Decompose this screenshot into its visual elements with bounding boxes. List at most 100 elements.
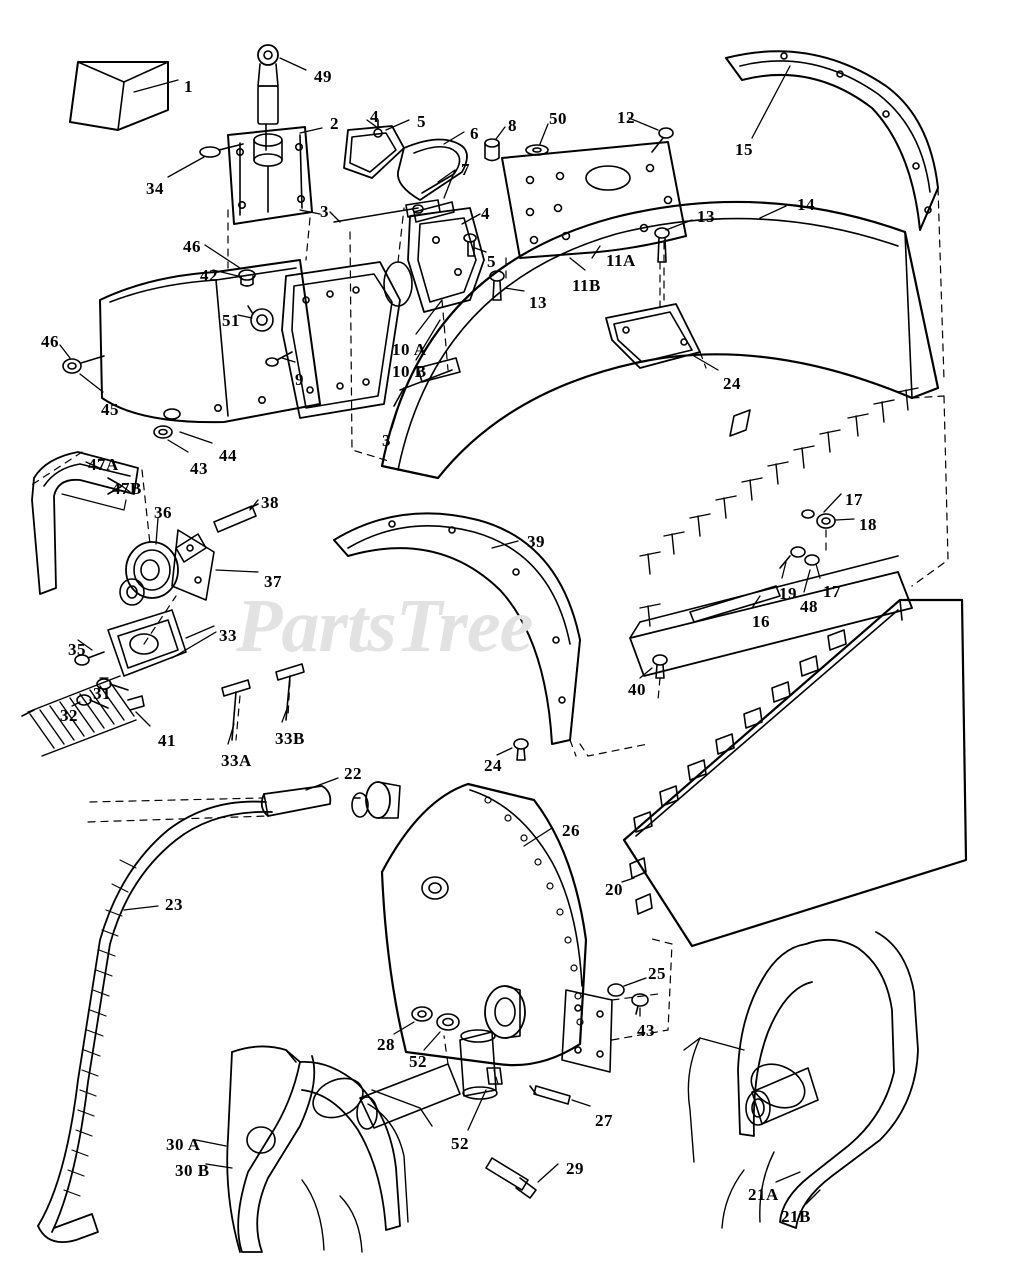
part-25-43-bolts <box>607 983 649 1015</box>
callout-number: 38 <box>261 493 279 512</box>
callout-number: 28 <box>377 1035 395 1054</box>
part-37-plate <box>171 529 215 601</box>
callout-number: 36 <box>154 503 172 522</box>
callout-number: 24 <box>484 756 502 775</box>
callout-number: 3 <box>320 202 329 221</box>
callout-number: 19 <box>779 584 797 603</box>
callout-number: 37 <box>264 572 282 591</box>
part-2-crank-housing <box>227 126 313 225</box>
callout-number: 23 <box>165 895 183 914</box>
callout-number: 45 <box>101 400 119 419</box>
part-auger-shaft-tube <box>356 1063 461 1130</box>
part-42-nut <box>238 269 256 287</box>
callout-number: 51 <box>222 311 240 330</box>
part-3-rod-lower <box>393 357 461 407</box>
callout-number: 43 <box>190 459 208 478</box>
callout-number: 14 <box>797 195 815 214</box>
part-33A-pin <box>221 679 251 741</box>
part-6-chute-arm <box>397 138 468 201</box>
part-left-body-cover <box>99 259 321 424</box>
callout-number: 2 <box>330 114 339 133</box>
part-19-48-bolts <box>779 546 820 569</box>
callout-number: 40 <box>628 680 646 699</box>
callout-number: 44 <box>219 446 237 465</box>
part-14-main-housing <box>380 200 940 480</box>
callout-number: 42 <box>200 266 218 285</box>
part-46-bolt-left <box>62 355 105 374</box>
callout-number: 15 <box>735 140 753 159</box>
callout-number: 27 <box>595 1111 613 1130</box>
part-18-bolt <box>801 509 836 529</box>
callout-number: 11A <box>606 251 636 270</box>
callout-number: 31 <box>93 684 111 703</box>
part-30-auger-left <box>226 1045 433 1253</box>
part-17-t-bolts <box>639 387 919 627</box>
callout-number: 21A <box>748 1185 779 1204</box>
callout-number: 9 <box>295 370 304 389</box>
part-4-bracket <box>343 119 405 179</box>
callout-number: 30 B <box>175 1161 210 1180</box>
part-35-31-32-fasteners <box>74 651 129 709</box>
part-12-bolt <box>651 127 674 153</box>
callout-number: 48 <box>800 597 818 616</box>
part-44-43-fasteners <box>153 408 181 439</box>
part-29-bolt <box>485 1157 537 1199</box>
callout-number: 8 <box>508 116 517 135</box>
part-20-side-panel <box>622 598 968 948</box>
callout-number: 34 <box>146 179 164 198</box>
part-26-gear-housing <box>351 781 613 1100</box>
callout-number: 21B <box>781 1207 811 1226</box>
part-flange-rail <box>629 555 913 677</box>
callout-number: 47A <box>88 455 119 474</box>
callout-number: 7 <box>461 160 470 179</box>
callout-number: 18 <box>859 515 877 534</box>
part-28-52-washers <box>411 1006 460 1031</box>
callout-number: 52 <box>451 1134 469 1153</box>
callout-number: 12 <box>617 108 635 127</box>
part-33B-pin <box>275 663 305 721</box>
callout-number: 4 <box>370 107 379 126</box>
part-40-bolt <box>652 654 668 679</box>
part-13-bolt-top <box>654 227 670 263</box>
callout-number: 1 <box>184 77 193 96</box>
part-39-side-plate <box>333 512 581 745</box>
callout-number: 30 A <box>166 1135 201 1154</box>
callout-number: 35 <box>68 640 86 659</box>
part-24-plate <box>605 303 701 369</box>
part-36-pulley <box>119 533 207 606</box>
part-41-spring <box>21 675 145 757</box>
part-33-bracket <box>107 609 187 677</box>
callout-number: 29 <box>566 1159 584 1178</box>
part-34-pin <box>199 143 244 158</box>
part-3-rod-upper <box>333 199 441 223</box>
callout-number: 16 <box>752 612 770 631</box>
part-10-bracket-plate <box>407 207 485 313</box>
callout-number: 39 <box>527 532 545 551</box>
part-47-belt-guard <box>31 451 139 595</box>
callout-number: 3 <box>382 431 391 450</box>
callout-number: 17 <box>845 490 863 509</box>
part-16-bar <box>689 585 781 623</box>
callout-number: 52 <box>409 1052 427 1071</box>
callout-number: 33A <box>221 751 252 770</box>
part-8-bushing <box>484 138 500 162</box>
callout-number: 47B <box>112 479 142 498</box>
callout-number: 17 <box>823 582 841 601</box>
part-7-rod <box>413 201 455 223</box>
callout-number: 11B <box>572 276 601 295</box>
part-chute-deflector <box>69 61 169 131</box>
part-24-bolt-lower <box>513 738 529 761</box>
part-51-knob <box>247 305 274 332</box>
callout-number: 4 <box>481 204 490 223</box>
part-11-mounting-plate <box>501 141 687 259</box>
callout-number: 13 <box>529 293 547 312</box>
callout-number: 50 <box>549 109 567 128</box>
part-21-auger-right <box>683 931 919 1229</box>
callout-number: 20 <box>605 880 623 899</box>
assembly-guide-lines <box>29 187 949 1085</box>
callout-number: 46 <box>41 332 59 351</box>
callout-number: 43 <box>637 1021 655 1040</box>
callout-number: 10 A <box>392 340 427 359</box>
